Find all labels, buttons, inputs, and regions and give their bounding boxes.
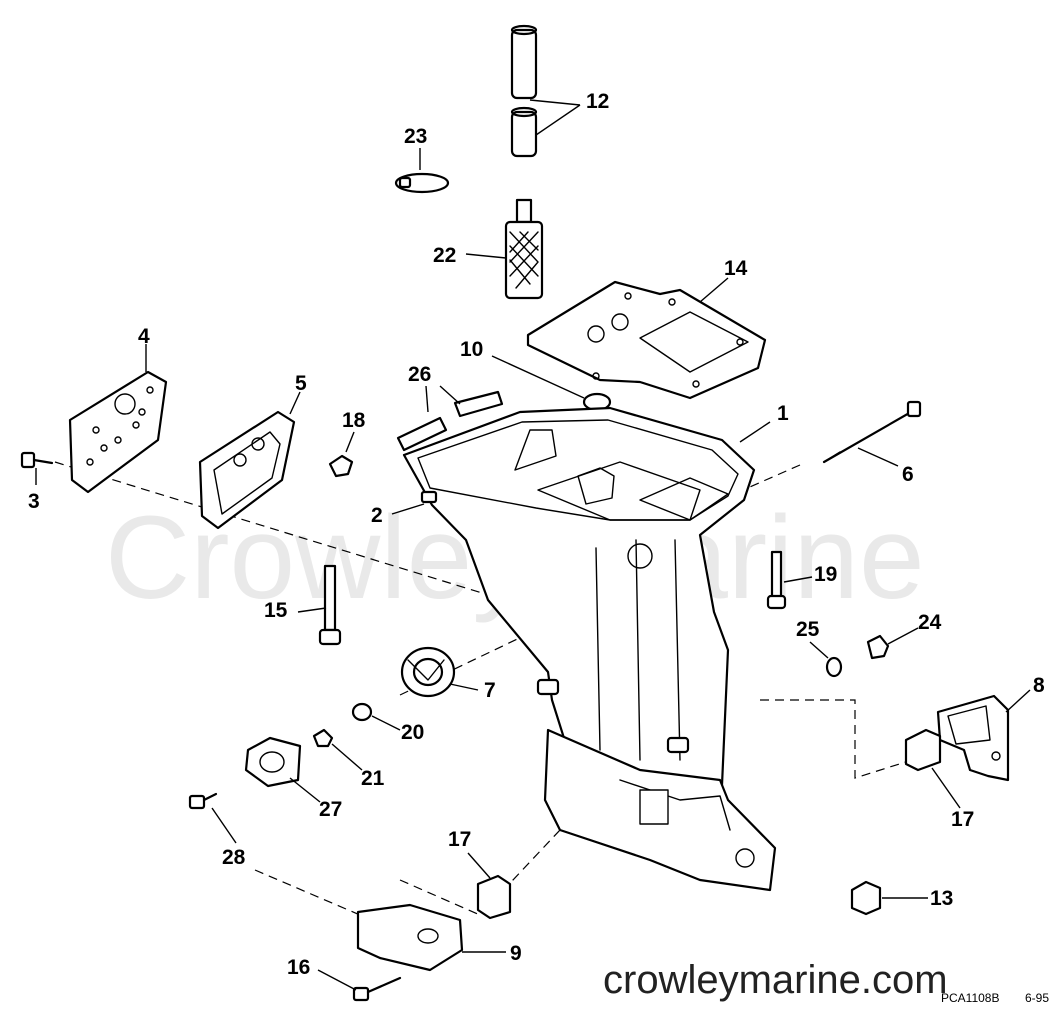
callout-15: 15	[264, 599, 288, 622]
callout-27: 27	[319, 798, 342, 821]
callout-3: 3	[28, 490, 40, 513]
part-screw-3[interactable]	[20, 451, 54, 469]
callout-28: 28	[222, 846, 246, 869]
callout-4: 4	[138, 325, 150, 348]
part-strainer[interactable]	[504, 198, 544, 300]
part-gasket-side[interactable]	[198, 410, 296, 530]
part-mount[interactable]	[400, 646, 456, 698]
callout-10: 10	[460, 338, 483, 361]
callout-13: 13	[930, 887, 953, 910]
callout-26: 26	[408, 363, 431, 386]
callout-23: 23	[404, 125, 427, 148]
drawing-code: PCA1108B	[941, 991, 999, 1005]
part-hose-pair[interactable]	[396, 390, 504, 452]
callout-labels: 1 2 3 4 5 6 7 8 9 10 12 13 14 15 16 17 1…	[28, 90, 1045, 979]
part-o-ring-25[interactable]	[825, 656, 843, 678]
part-pad-17-right[interactable]	[904, 728, 942, 772]
callout-16: 16	[287, 956, 310, 979]
callout-2: 2	[371, 504, 383, 527]
part-plate-27[interactable]	[244, 736, 302, 788]
drawing-date: 6-95	[1025, 991, 1049, 1005]
callout-5: 5	[295, 372, 307, 395]
part-pad-17-left[interactable]	[476, 874, 512, 920]
part-cover-plate[interactable]	[68, 370, 168, 494]
part-gasket-top[interactable]	[526, 280, 767, 400]
part-nut-24[interactable]	[866, 634, 890, 660]
site-label: crowleymarine.com	[603, 958, 948, 1002]
callout-1: 1	[777, 402, 789, 425]
part-hose-upper[interactable]	[510, 24, 538, 100]
callout-8: 8	[1033, 674, 1045, 697]
part-nut-21[interactable]	[312, 728, 334, 748]
callout-17-left: 17	[448, 828, 471, 851]
callout-22: 22	[433, 244, 456, 267]
callout-7: 7	[484, 679, 496, 702]
callout-18: 18	[342, 409, 366, 432]
part-exhaust-housing[interactable]	[402, 406, 777, 892]
part-washer[interactable]	[351, 702, 373, 722]
part-lower-bracket[interactable]	[356, 903, 464, 972]
part-clamp[interactable]	[394, 172, 450, 194]
callout-24: 24	[918, 611, 942, 634]
callout-12: 12	[586, 90, 609, 113]
callout-6: 6	[902, 463, 914, 486]
callout-25: 25	[796, 618, 820, 641]
part-bolt-15[interactable]	[318, 564, 342, 646]
part-hose-lower[interactable]	[510, 106, 538, 158]
part-nut-18[interactable]	[328, 454, 354, 478]
part-bracket[interactable]	[936, 694, 1010, 782]
part-screw-28[interactable]	[188, 792, 218, 810]
part-long-bolt[interactable]	[822, 400, 922, 464]
callout-19: 19	[814, 563, 837, 586]
callout-21: 21	[361, 767, 385, 790]
part-pad-13[interactable]	[850, 880, 882, 916]
part-bolt-19[interactable]	[766, 550, 787, 610]
part-screw-16[interactable]	[352, 976, 402, 1002]
callout-14: 14	[724, 257, 748, 280]
callout-9: 9	[510, 942, 522, 965]
callout-17-right: 17	[951, 808, 974, 831]
callout-20: 20	[401, 721, 424, 744]
leader-lines	[35, 99, 1031, 991]
